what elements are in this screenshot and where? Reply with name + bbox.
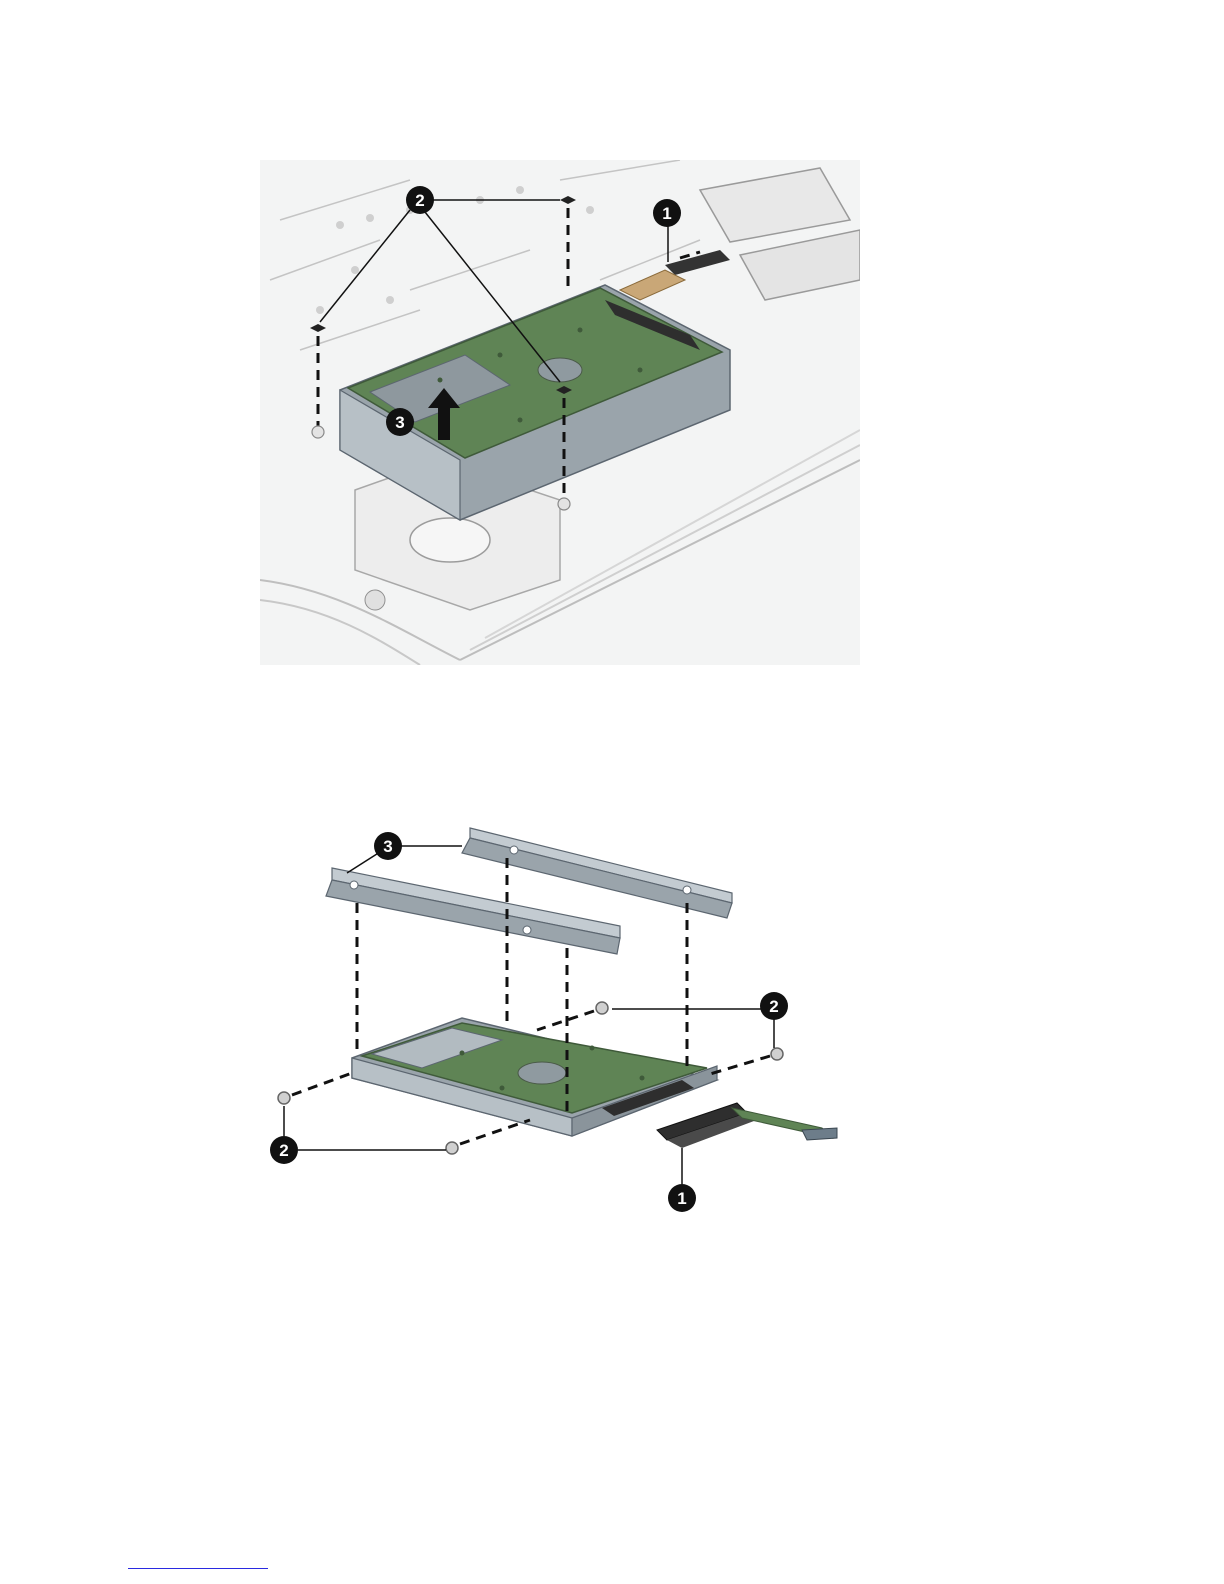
footer-link[interactable] xyxy=(128,1548,268,1569)
callout-2-left: 2 xyxy=(270,1136,298,1164)
callout-2-right: 2 xyxy=(760,992,788,1020)
svg-text:3: 3 xyxy=(383,837,392,856)
hard-drive-exploded-drawing: 3 2 2 1 xyxy=(262,818,862,1218)
callout-1: 1 xyxy=(653,199,681,227)
callout-3: 3 xyxy=(374,832,402,860)
svg-text:1: 1 xyxy=(662,204,671,223)
callout-3: 3 xyxy=(386,408,414,436)
svg-text:2: 2 xyxy=(769,997,778,1016)
hard-drive-removal-drawing: 2 1 3 xyxy=(260,160,860,665)
svg-text:3: 3 xyxy=(395,413,404,432)
hard-drive-exploded-illustration: 3 2 2 1 xyxy=(262,818,862,1218)
hard-drive-removal-illustration: 2 1 3 xyxy=(260,160,860,665)
svg-text:2: 2 xyxy=(279,1141,288,1160)
hard-drive xyxy=(352,1018,717,1136)
callout-1: 1 xyxy=(668,1184,696,1212)
svg-text:1: 1 xyxy=(677,1189,686,1208)
callout-2: 2 xyxy=(406,186,434,214)
hard-drive-connector xyxy=(657,1103,837,1148)
svg-text:2: 2 xyxy=(415,191,424,210)
